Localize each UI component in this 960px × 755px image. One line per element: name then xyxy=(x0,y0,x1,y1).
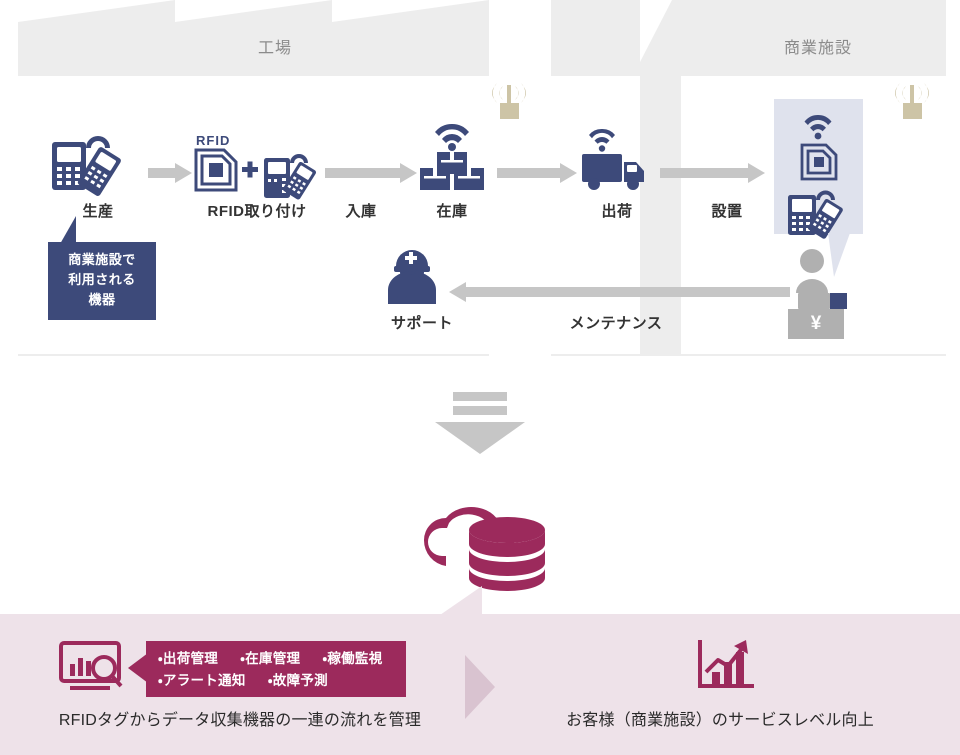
tagbox-tail xyxy=(128,653,148,683)
wifi-icon xyxy=(435,123,469,151)
zone-title-factory: 工場 xyxy=(257,40,292,57)
rfid-core xyxy=(209,163,223,177)
facility-device-icons xyxy=(788,114,843,239)
tag-alert-notify: ・アラート通知 xyxy=(158,673,246,689)
commercial-roof-fill xyxy=(672,0,946,62)
chart-magnifier-icon xyxy=(59,641,123,690)
tag-operation-monitor: ・稼働監視 xyxy=(322,651,383,666)
production-icon xyxy=(52,136,121,196)
boxes xyxy=(420,152,484,190)
step-label-stock: 在庫 xyxy=(436,203,468,220)
arrow-stock-to-shipping xyxy=(497,163,577,183)
arrow-label-maintenance: メンテナンス xyxy=(569,315,663,332)
step-label-production: 生産 xyxy=(82,203,114,220)
bottom-left-caption: RFIDタグからデータ収集機器の一連の流れを管理 xyxy=(58,712,422,729)
support-icon xyxy=(388,250,436,304)
flow-arrows xyxy=(148,163,790,302)
shipping-truck-icon xyxy=(582,128,644,190)
plus-sign xyxy=(242,161,258,178)
rfid-attach-icon xyxy=(194,148,317,200)
callout-box: 商業施設で 利用される 機器 xyxy=(48,242,156,320)
arrow-maintenance-back xyxy=(449,282,790,302)
step-label-rfid-attach: RFID取り付け xyxy=(207,203,307,220)
trend-arrowhead xyxy=(734,640,748,654)
tagbox-row-2: ・アラート通知 ・故障予測 xyxy=(158,670,392,692)
arrow-shipping-to-facility xyxy=(660,163,765,183)
callout-line-3: 機器 xyxy=(88,292,116,308)
step-label-support: サポート xyxy=(390,315,453,332)
wifi-icon xyxy=(804,114,832,140)
tag-shipping-mgmt: ・出荷管理 xyxy=(158,651,219,666)
cloud-database-icon xyxy=(423,506,545,591)
rising-bar-chart-icon xyxy=(698,640,754,688)
stock-icon xyxy=(420,123,484,190)
database-cylinder xyxy=(469,517,545,591)
pos-cashier-icon: ¥ xyxy=(788,249,847,339)
middle-corridor-panel xyxy=(551,76,640,354)
big-down-arrow-icon xyxy=(435,392,525,454)
tag-inventory-mgmt: ・在庫管理 xyxy=(240,651,301,666)
step-label-shipping: 出荷 xyxy=(601,203,633,220)
rfid-tag-icon xyxy=(800,143,838,181)
facility-panel-pointer xyxy=(828,233,850,277)
pos-terminal xyxy=(830,293,847,309)
band-notch-pointer xyxy=(440,586,482,615)
rfid-icon-caption: RFID xyxy=(196,133,231,148)
arrow-rfid-to-stock xyxy=(325,163,417,183)
tag-failure-predict: ・故障予測 xyxy=(267,673,328,689)
wifi-icon xyxy=(589,128,615,152)
callout-tail xyxy=(60,216,76,244)
arrow-label-warehousing: 入庫 xyxy=(345,203,377,220)
tagbox: ・出荷管理 ・在庫管理 ・稼働監視 ・アラート通知 ・故障予測 xyxy=(146,641,406,697)
bottom-right-caption: お客様（商業施設）のサービスレベル向上 xyxy=(566,712,874,729)
yen-symbol: ¥ xyxy=(811,313,822,334)
arrow-production-to-rfid xyxy=(148,163,192,183)
callout-line-1: 商業施設で xyxy=(68,252,136,267)
truck-body xyxy=(582,154,644,190)
zone-title-commercial: 商業施設 xyxy=(783,40,852,57)
arrow-label-installation: 設置 xyxy=(711,203,743,220)
payment-terminal-and-handheld-icon xyxy=(788,190,843,239)
callout-line-2: 利用される xyxy=(68,272,136,288)
tagbox-row-1: ・出荷管理 ・在庫管理 ・稼働監視 xyxy=(158,648,392,670)
rf-antenna-icon-commercial xyxy=(895,83,929,119)
right-arrow-icon xyxy=(465,655,495,719)
rf-antenna-icon-factory xyxy=(492,83,526,119)
